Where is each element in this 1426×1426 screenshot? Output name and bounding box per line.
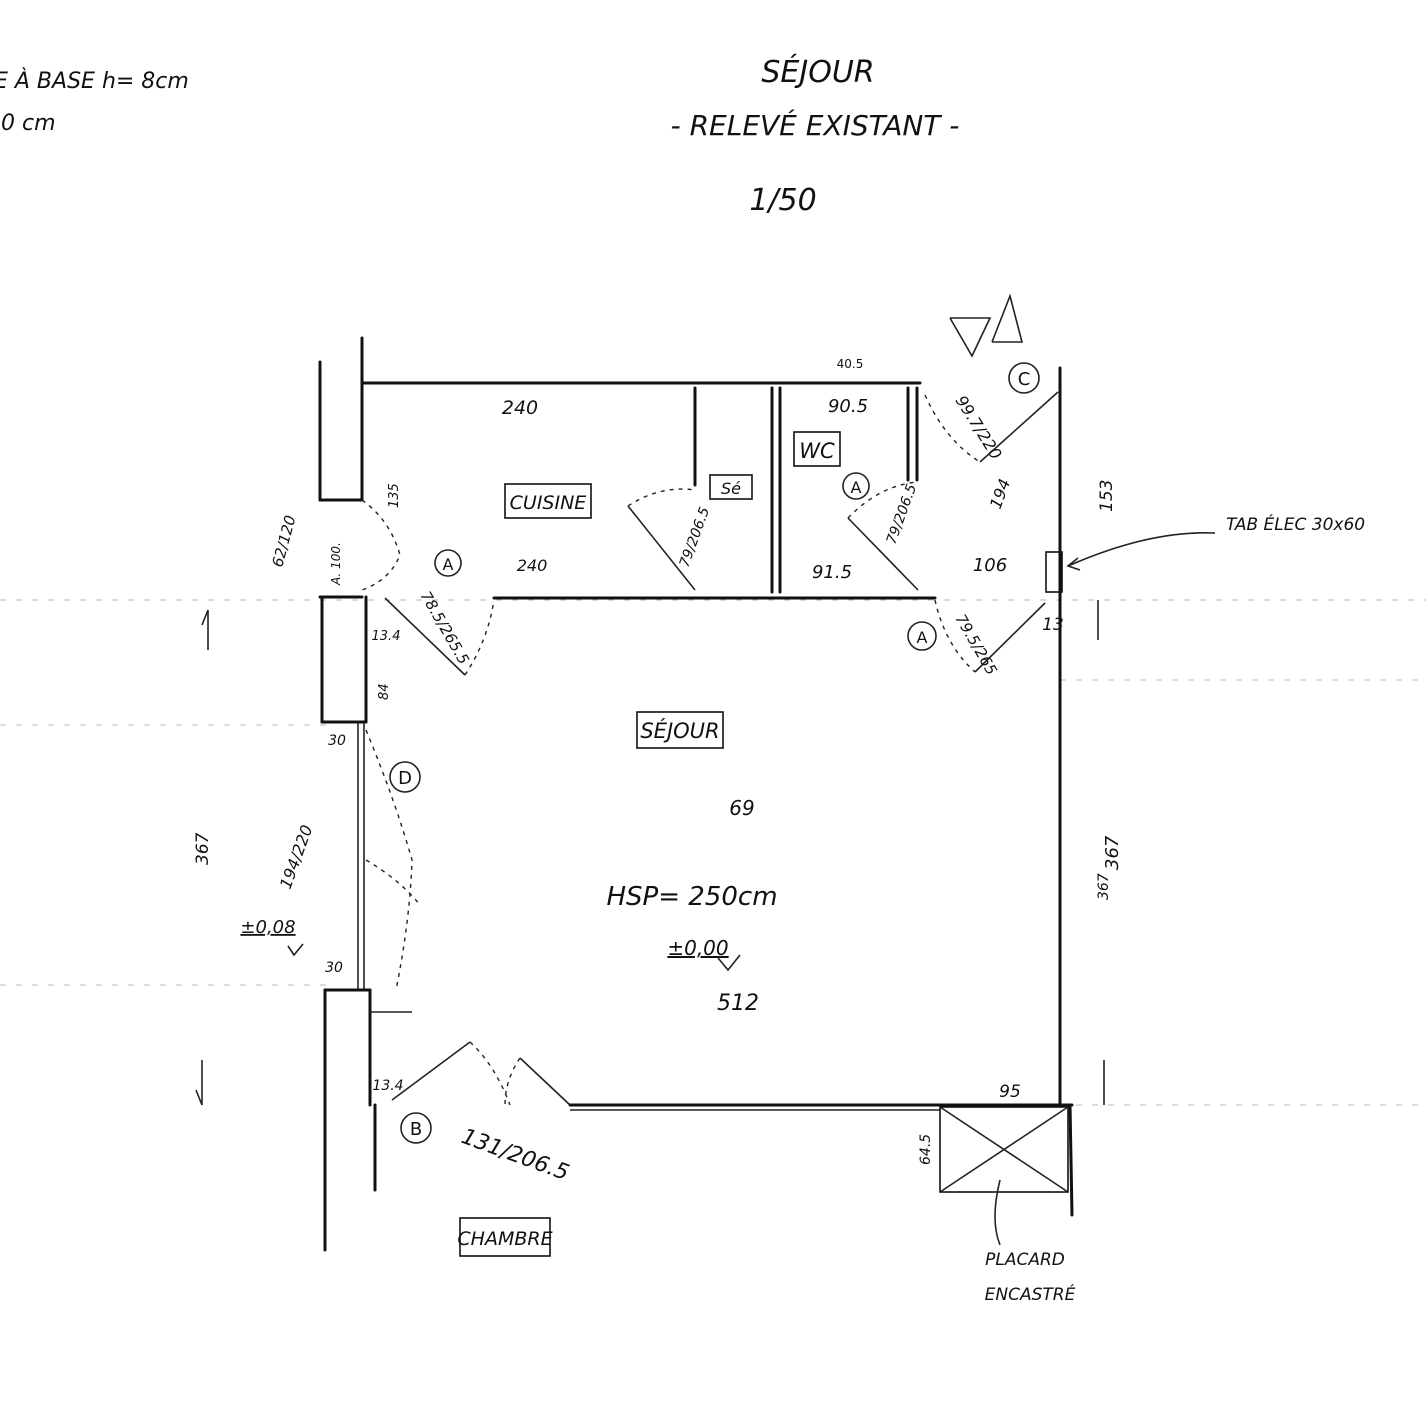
dim-wc-bottom: 91.5	[812, 562, 852, 583]
doors	[361, 391, 1059, 1106]
dim-left-30-top: 30	[328, 733, 346, 749]
annotation-tab-elec: TAB ÉLEC 30x60	[1226, 513, 1365, 535]
annotation-placard-line2: ENCASTRÉ	[985, 1283, 1076, 1305]
floor-level: ±0,00	[667, 936, 728, 960]
title-block: SÉJOUR - RELEVÉ EXISTANT - 1/50 E À BASE…	[0, 54, 959, 218]
room-labels: CUISINE WC Sé SÉJOUR CHAMBRE	[457, 431, 841, 1257]
dim-right-106: 106	[973, 555, 1007, 576]
walls	[318, 336, 1074, 1252]
door-tag-d: D	[398, 768, 412, 789]
room-label-sejour: SÉJOUR	[640, 718, 719, 743]
dim-door-b: 131/206.5	[458, 1124, 572, 1186]
dim-window-left: 62/120	[268, 513, 299, 569]
dim-left-194-220: 194/220	[276, 822, 317, 891]
dim-left-13-4-top: 13.4	[372, 629, 401, 644]
door-tags: C A A A D B	[389, 362, 1040, 1144]
dim-right-door-a: 79.5/265	[952, 611, 1001, 678]
dim-door-a-wc: 79/206.5	[884, 482, 920, 546]
door-tag-c: C	[1018, 369, 1031, 390]
dim-door-cellier: 79/206.5	[677, 505, 713, 569]
note-line-2: ,0 cm	[0, 111, 56, 136]
dim-left-30-bottom: 30	[325, 960, 343, 976]
sejour-area: 69	[729, 796, 754, 820]
dim-ghost-405: 40.5	[837, 357, 864, 371]
electrical-panel	[1045, 531, 1216, 593]
room-label-cellier: Sé	[721, 479, 741, 498]
dim-left-135: 135	[387, 483, 402, 508]
annotation-placard-line1: PLACARD	[985, 1250, 1065, 1270]
plan-scale: 1/50	[749, 183, 816, 218]
dim-mid-240: 240	[517, 556, 548, 575]
note-line-1: E À BASE h= 8cm	[0, 68, 189, 94]
dim-door-c: 99.7/220	[952, 392, 1006, 463]
sejour-info: 69 HSP= 250cm ±0,00 512	[606, 796, 777, 1016]
section-markers	[195, 600, 1105, 1106]
annotations: TAB ÉLEC 30x60 PLACARD ENCASTRÉ	[985, 513, 1365, 1305]
dim-left-367: 367	[193, 832, 213, 865]
door-tag-b: B	[410, 1119, 422, 1140]
dim-top-240: 240	[502, 397, 538, 419]
room-label-chambre: CHAMBRE	[457, 1228, 552, 1250]
dim-right-153: 153	[1097, 480, 1117, 512]
dim-left-level: ±0,08	[240, 917, 295, 938]
plan-title: SÉJOUR	[761, 54, 874, 90]
room-label-cuisine: CUISINE	[510, 492, 587, 514]
dimensions: 240 240 90.5 91.5 40.5 99.7/220 79/206.5…	[193, 357, 1123, 1186]
dim-placard-depth: 64.5	[918, 1134, 934, 1165]
door-tag-a-wc: A	[851, 478, 862, 497]
level-reference-symbol	[949, 293, 1024, 358]
plan-subtitle: - RELEVÉ EXISTANT -	[671, 108, 960, 142]
dim-right-194: 194	[986, 476, 1014, 511]
dim-placard-width: 95	[999, 1082, 1021, 1102]
dim-right-367: 367	[1102, 835, 1123, 870]
dim-wc-top: 90.5	[828, 396, 868, 417]
dim-window-allege: A. 100.	[329, 542, 343, 586]
placard-encastre	[939, 1106, 1069, 1246]
dim-left-13-4-bottom: 13.4	[372, 1078, 403, 1094]
door-tag-a-left: A	[443, 555, 454, 574]
room-label-wc: WC	[799, 439, 835, 463]
dim-ghost-367: 367	[1096, 873, 1112, 900]
door-tag-a-right: A	[917, 628, 928, 647]
dim-right-13: 13	[1042, 615, 1064, 635]
construction-guides	[0, 599, 1426, 1106]
ceiling-height: HSP= 250cm	[606, 882, 777, 912]
dim-left-84: 84	[377, 683, 392, 700]
sejour-width: 512	[717, 991, 759, 1016]
